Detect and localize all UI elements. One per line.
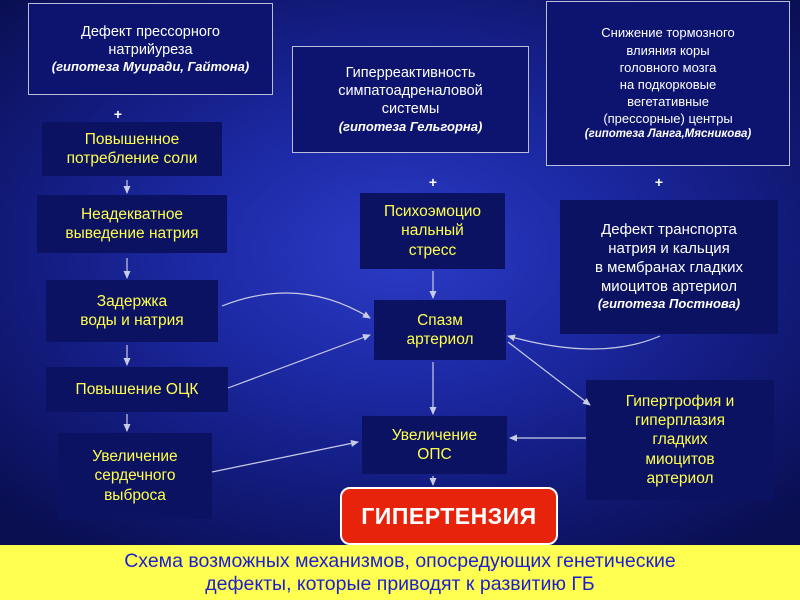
sympathoadrenal-line2: симпатоадреналовой xyxy=(338,83,483,100)
psycho-stress-box: Психоэмоцио нальный стресс xyxy=(360,193,505,269)
plus-sign-middle: + xyxy=(428,174,438,190)
arteriole-spasm-line2: артериол xyxy=(406,331,474,348)
psycho-stress-line3: стресс xyxy=(408,241,457,259)
pressor-natriuresis-line2: натрийуреза xyxy=(108,41,193,58)
transport-defect-line1: Дефект транспорта xyxy=(601,221,737,239)
arrow-ocv-to-spasm xyxy=(227,334,371,389)
caption-line2: дефекты, которые приводят к развитию ГБ xyxy=(205,572,595,595)
salt-intake-box: Повышенное потребление соли xyxy=(42,122,222,176)
caption-banner: Схема возможных механизмов, опосредующих… xyxy=(0,545,800,600)
ops-increase-box: Увеличение ОПС xyxy=(362,416,507,474)
arrow-output-to-ops xyxy=(211,439,359,473)
water-retention-line2: воды и натрия xyxy=(80,312,184,329)
cortex-inhibition-line1: Снижение тормозного xyxy=(601,25,735,41)
hypertension-box: ГИПЕРТЕНЗИЯ xyxy=(340,487,558,545)
plus-sign-right: + xyxy=(654,174,664,190)
sodium-excretion-box: Неадекватное выведение натрия xyxy=(37,195,227,253)
sodium-excretion-line1: Неадекватное xyxy=(80,205,184,223)
hypertrophy-line3: гладких xyxy=(652,431,708,449)
arrow-spasm-to-hypertrophy xyxy=(507,341,591,406)
cortex-inhibition-box: Снижение тормозного влияния коры головно… xyxy=(546,1,790,166)
cortex-inhibition-line4: на подкорковые xyxy=(619,76,717,92)
sympathoadrenal-box: Гиперреактивность симпатоадреналовой сис… xyxy=(292,46,529,153)
hypertrophy-line4: миоцитов xyxy=(645,450,715,468)
transport-defect-line4: миоцитов артериол xyxy=(600,277,738,295)
water-retention-box: Задержка воды и натрия xyxy=(46,280,218,342)
ops-increase-line2: ОПС xyxy=(417,446,452,463)
ops-increase-line1: Увеличение xyxy=(391,426,478,444)
pressor-natriuresis-box: Дефект прессорного натрийуреза (гипотеза… xyxy=(28,3,273,95)
sympathoadrenal-line1: Гиперреактивность xyxy=(345,65,476,82)
cortex-inhibition-line3: головного мозга xyxy=(619,59,717,75)
pressor-natriuresis-line1: Дефект прессорного xyxy=(81,23,220,40)
cardiac-output-box: Увеличение сердечного выброса xyxy=(58,433,212,519)
arrow-transport-to-spasm xyxy=(507,334,661,350)
transport-defect-box: Дефект транспорта натрия и кальция в мем… xyxy=(560,200,778,334)
plus-sign-left: + xyxy=(113,106,123,122)
transport-defect-line3: в мембранах гладких xyxy=(595,258,743,276)
sympathoadrenal-line3: системы xyxy=(381,101,440,118)
hypertrophy-line2: гиперплазия xyxy=(635,411,725,429)
sympathoadrenal-hypothesis: (гипотеза Гельгорна) xyxy=(338,118,483,134)
hypertrophy-line5: артериол xyxy=(646,470,714,488)
salt-intake-line2: потребление соли xyxy=(66,150,198,167)
transport-defect-hypothesis: (гипотеза Постнова) xyxy=(597,296,741,312)
cortex-inhibition-hypothesis: (гипотеза Ланга,Мясникова) xyxy=(584,128,752,141)
psycho-stress-line1: Психоэмоцио xyxy=(383,202,482,220)
cortex-inhibition-line6: (прессорные) центры xyxy=(603,111,733,127)
hypertrophy-line1: Гипертрофия и xyxy=(625,392,735,410)
arteriole-spasm-box: Спазм артериол xyxy=(374,300,506,360)
cardiac-output-line1: Увеличение xyxy=(92,447,178,465)
ocv-increase-box: Повышение ОЦК xyxy=(46,367,228,412)
cortex-inhibition-line5: вегетативные xyxy=(627,94,709,110)
cortex-inhibition-line2: влияния коры xyxy=(626,42,710,58)
ocv-increase-line1: Повышение ОЦК xyxy=(75,380,199,398)
salt-intake-line1: Повышенное xyxy=(84,130,180,148)
sodium-excretion-line2: выведение натрия xyxy=(65,225,199,242)
cardiac-output-line3: выброса xyxy=(104,486,166,504)
cardiac-output-line2: сердечного xyxy=(94,467,176,485)
hypertrophy-box: Гипертрофия и гиперплазия гладких миоцит… xyxy=(586,380,774,500)
arteriole-spasm-line1: Спазм xyxy=(417,311,463,329)
psycho-stress-line2: нальный xyxy=(401,222,464,240)
water-retention-line1: Задержка xyxy=(96,292,168,310)
arrow-retention-to-spasm xyxy=(221,292,371,319)
caption-line1: Схема возможных механизмов, опосредующих… xyxy=(124,550,676,573)
pressor-natriuresis-hypothesis: (гипотеза Муиради, Гайтона) xyxy=(51,59,250,74)
transport-defect-line2: натрия и кальция xyxy=(608,240,730,258)
